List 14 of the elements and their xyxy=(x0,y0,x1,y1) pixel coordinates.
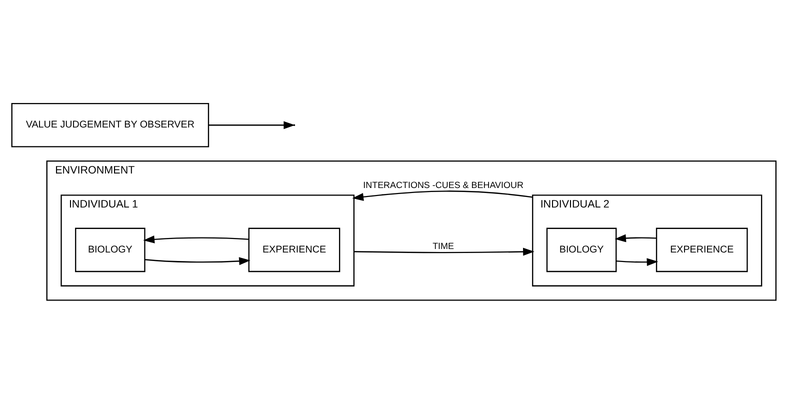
arrow xyxy=(616,258,658,266)
node-box: BIOLOGY xyxy=(75,228,146,272)
node-box: EXPERIENCE xyxy=(656,228,748,272)
arrow xyxy=(208,121,295,130)
arrow xyxy=(614,234,656,242)
arrow xyxy=(354,248,534,256)
arrow xyxy=(144,257,250,266)
arrow xyxy=(352,190,533,201)
arrow xyxy=(143,236,249,244)
edge-label: TIME xyxy=(432,241,454,252)
node-box: BIOLOGY xyxy=(546,228,617,272)
node-box: EXPERIENCE xyxy=(248,228,340,272)
edge-label: INTERACTIONS -CUES & BEHAVIOUR xyxy=(363,180,524,190)
node-box: VALUE JUDGEMENT BY OBSERVER xyxy=(11,103,210,148)
